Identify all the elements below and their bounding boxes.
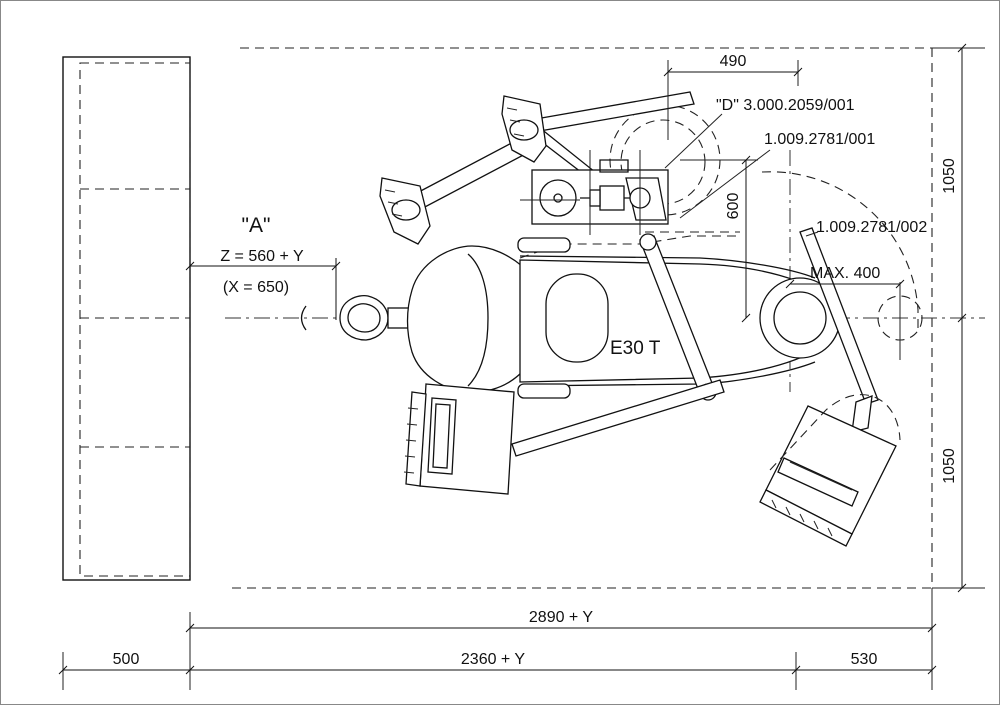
dim-490-label: 490 bbox=[720, 53, 747, 70]
dim-bottom-left-label: 500 bbox=[113, 651, 140, 668]
part-2-label: 1.009.2781/002 bbox=[816, 219, 927, 236]
dimension-bottom-chain bbox=[58, 652, 937, 690]
max-400-label: MAX. 400 bbox=[810, 265, 880, 282]
dimension-z bbox=[185, 258, 341, 320]
dimension-490 bbox=[663, 60, 803, 140]
z-formula-label: Z = 560 + Y bbox=[220, 248, 304, 265]
model-label: E30 T bbox=[610, 338, 661, 359]
dimension-600 bbox=[680, 155, 758, 323]
alternate-post-position bbox=[877, 282, 923, 360]
dim-600-label: 600 bbox=[725, 193, 742, 220]
dimension-max-400 bbox=[785, 279, 905, 289]
left-wall-cabinet bbox=[62, 56, 191, 581]
instrument-tray-left bbox=[403, 383, 515, 495]
x-value-label: (X = 650) bbox=[223, 279, 289, 296]
part-d-label: "D" 3.000.2059/001 bbox=[716, 97, 855, 114]
dimension-total-width bbox=[185, 588, 937, 690]
dim-right-lower-label: 1050 bbox=[941, 448, 958, 484]
delivery-unit-d bbox=[520, 150, 669, 235]
leader-part-d bbox=[664, 113, 723, 169]
dim-right-upper-label: 1050 bbox=[941, 158, 958, 194]
leader-part-1 bbox=[679, 149, 771, 219]
dimension-right-vertical bbox=[932, 43, 985, 593]
doctor-element-arms bbox=[379, 91, 695, 245]
swing-arc bbox=[761, 171, 919, 330]
dim-bottom-right-label: 530 bbox=[851, 651, 878, 668]
assistant-element-right bbox=[759, 227, 901, 547]
room-marker-a: "A" bbox=[242, 214, 271, 237]
part-1-label: 1.009.2781/001 bbox=[764, 131, 875, 148]
leader-part-2 bbox=[805, 231, 819, 237]
dim-total-width-label: 2890 + Y bbox=[529, 609, 594, 626]
dim-bottom-middle-label: 2360 + Y bbox=[461, 651, 526, 668]
assistant-arm bbox=[511, 233, 725, 457]
